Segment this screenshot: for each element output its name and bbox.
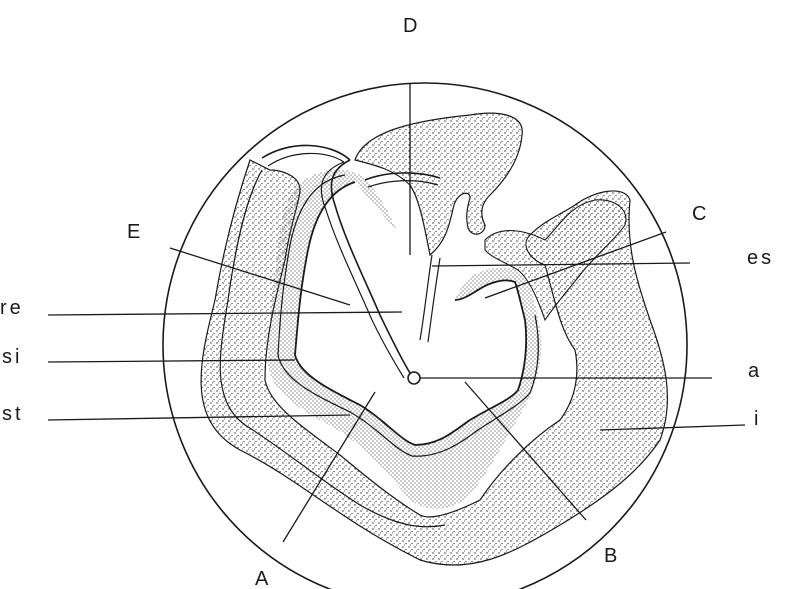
leader-st: [48, 415, 350, 420]
sector-label-C: C: [692, 203, 709, 225]
anus-opening: [408, 372, 420, 384]
label-i: i: [754, 408, 761, 430]
label-re: re: [0, 297, 24, 319]
label-si: si: [2, 346, 22, 368]
sector-label-D: D: [403, 15, 420, 37]
label-es: es: [747, 247, 774, 269]
label-st: st: [2, 403, 24, 425]
sector-label-E: E: [127, 221, 143, 243]
label-a: a: [748, 360, 762, 382]
sector-label-B: B: [604, 545, 620, 567]
rectum-loop-top-inner: [268, 153, 344, 166]
sector-label-A: A: [255, 568, 271, 589]
